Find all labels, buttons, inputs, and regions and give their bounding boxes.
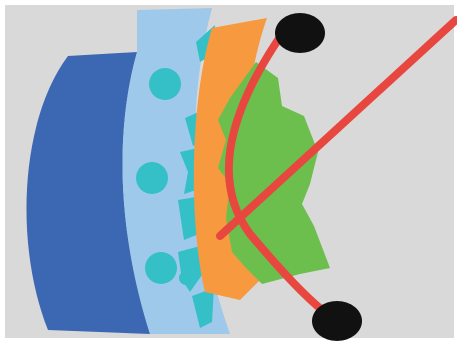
black-endpoint-bottom-icon (312, 301, 362, 341)
black-endpoint-top-icon (275, 13, 325, 53)
teal-particle (145, 252, 177, 284)
teal-particle (136, 162, 168, 194)
teal-particle (149, 68, 181, 100)
